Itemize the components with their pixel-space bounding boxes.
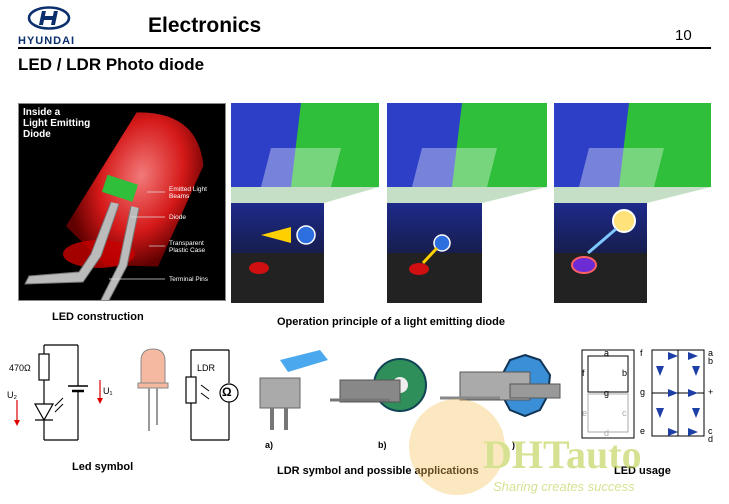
ldr-schematic [185, 349, 239, 441]
label-line: Transparent [169, 240, 204, 247]
label-pins: Terminal Pins [169, 276, 209, 283]
segment-label-a: a [604, 348, 610, 358]
led-bulb-icon [137, 348, 169, 431]
led-symbol-caption: Led symbol [72, 461, 134, 473]
segment-label-b: b [622, 368, 628, 378]
segment-label-d: d [604, 428, 610, 438]
segment-label-c: c [622, 408, 627, 418]
label-case: Transparent Plastic Case [169, 240, 205, 254]
slide-subtitle: LED / LDR Photo diode [18, 55, 205, 74]
application-a-label: a) [265, 440, 274, 450]
led-heading-line: Light Emitting [23, 118, 91, 129]
hyundai-logo-icon [27, 6, 71, 30]
led-heading-line: Diode [23, 129, 51, 140]
seven-segment-display: a f b g e c d [580, 348, 640, 444]
operation-panel-1 [231, 103, 379, 303]
watermark-text: DHTauto [483, 432, 642, 477]
application-c-label: ) [512, 440, 515, 450]
pin-label-f: f [640, 348, 643, 358]
segment-wiring-diagram [651, 349, 705, 437]
brand-name: HYUNDAI [18, 35, 76, 47]
application-b [330, 358, 427, 412]
header-divider [18, 47, 711, 49]
label-diode: Diode [169, 214, 186, 221]
ldr-label: LDR [197, 363, 216, 373]
pin-label-e: e [640, 426, 646, 436]
pin-label-g: g [640, 387, 646, 397]
watermark-sun-icon [409, 399, 505, 495]
application-a [259, 350, 328, 430]
segment-wiring: f g e a b + c d [638, 346, 718, 446]
segment-label-f: f [582, 368, 585, 378]
ldr-applications: a) b) ) [240, 350, 565, 450]
ohm-symbol: Ω [222, 385, 232, 399]
pin-label-b: b [708, 356, 714, 366]
operation-illustration [231, 103, 711, 303]
led-heading-line: Inside a [23, 107, 61, 118]
ldr-caption: LDR symbol and possible applications [277, 465, 479, 477]
label-line: Emitted Light [169, 186, 207, 193]
ldr-circuit: LDR Ω [185, 345, 245, 445]
pin-label-a: a [708, 348, 714, 358]
led-construction-image: Inside a Light Emitting Diode Emitted Li… [18, 103, 226, 301]
watermark-slogan: Sharing creates success [493, 479, 635, 494]
page-number: 10 [675, 27, 692, 44]
operation-panel-3 [554, 103, 711, 303]
brand-logo: HYUNDAI [18, 6, 80, 47]
led-construction-caption: LED construction [52, 311, 144, 323]
application-b-label: b) [378, 440, 387, 450]
u2-label: U₂ [7, 390, 17, 400]
seven-segment-diagram [581, 349, 635, 439]
led-component [135, 345, 175, 435]
led-illustration [24, 112, 204, 300]
segment-label-g: g [604, 388, 610, 398]
segment-label-e: e [582, 408, 588, 418]
resistor-label: 470Ω [9, 363, 31, 373]
led-circuit-schematic [14, 344, 103, 441]
operation-caption: Operation principle of a light emitting … [277, 316, 505, 328]
application-c [440, 353, 561, 418]
label-line: Beams [169, 193, 190, 200]
watermark: DHTauto Sharing creates success [405, 395, 729, 499]
label-emitted-light: Emitted Light Beams [169, 186, 207, 200]
led-usage-caption: LED usage [614, 465, 671, 477]
pin-label-plus: + [708, 387, 714, 397]
ldr-applications-illustration [259, 350, 561, 430]
led-circuit: 470Ω U₂ U₁ [5, 340, 120, 450]
operation-panels [231, 103, 711, 303]
pin-label-c: c [708, 426, 713, 436]
page-title: Electronics [148, 14, 262, 37]
label-line: Plastic Case [169, 247, 206, 254]
led-heading: Inside a Light Emitting Diode [23, 107, 90, 140]
operation-panel-2 [387, 103, 547, 303]
u1-label: U₁ [103, 386, 113, 396]
pin-label-d: d [708, 434, 714, 444]
